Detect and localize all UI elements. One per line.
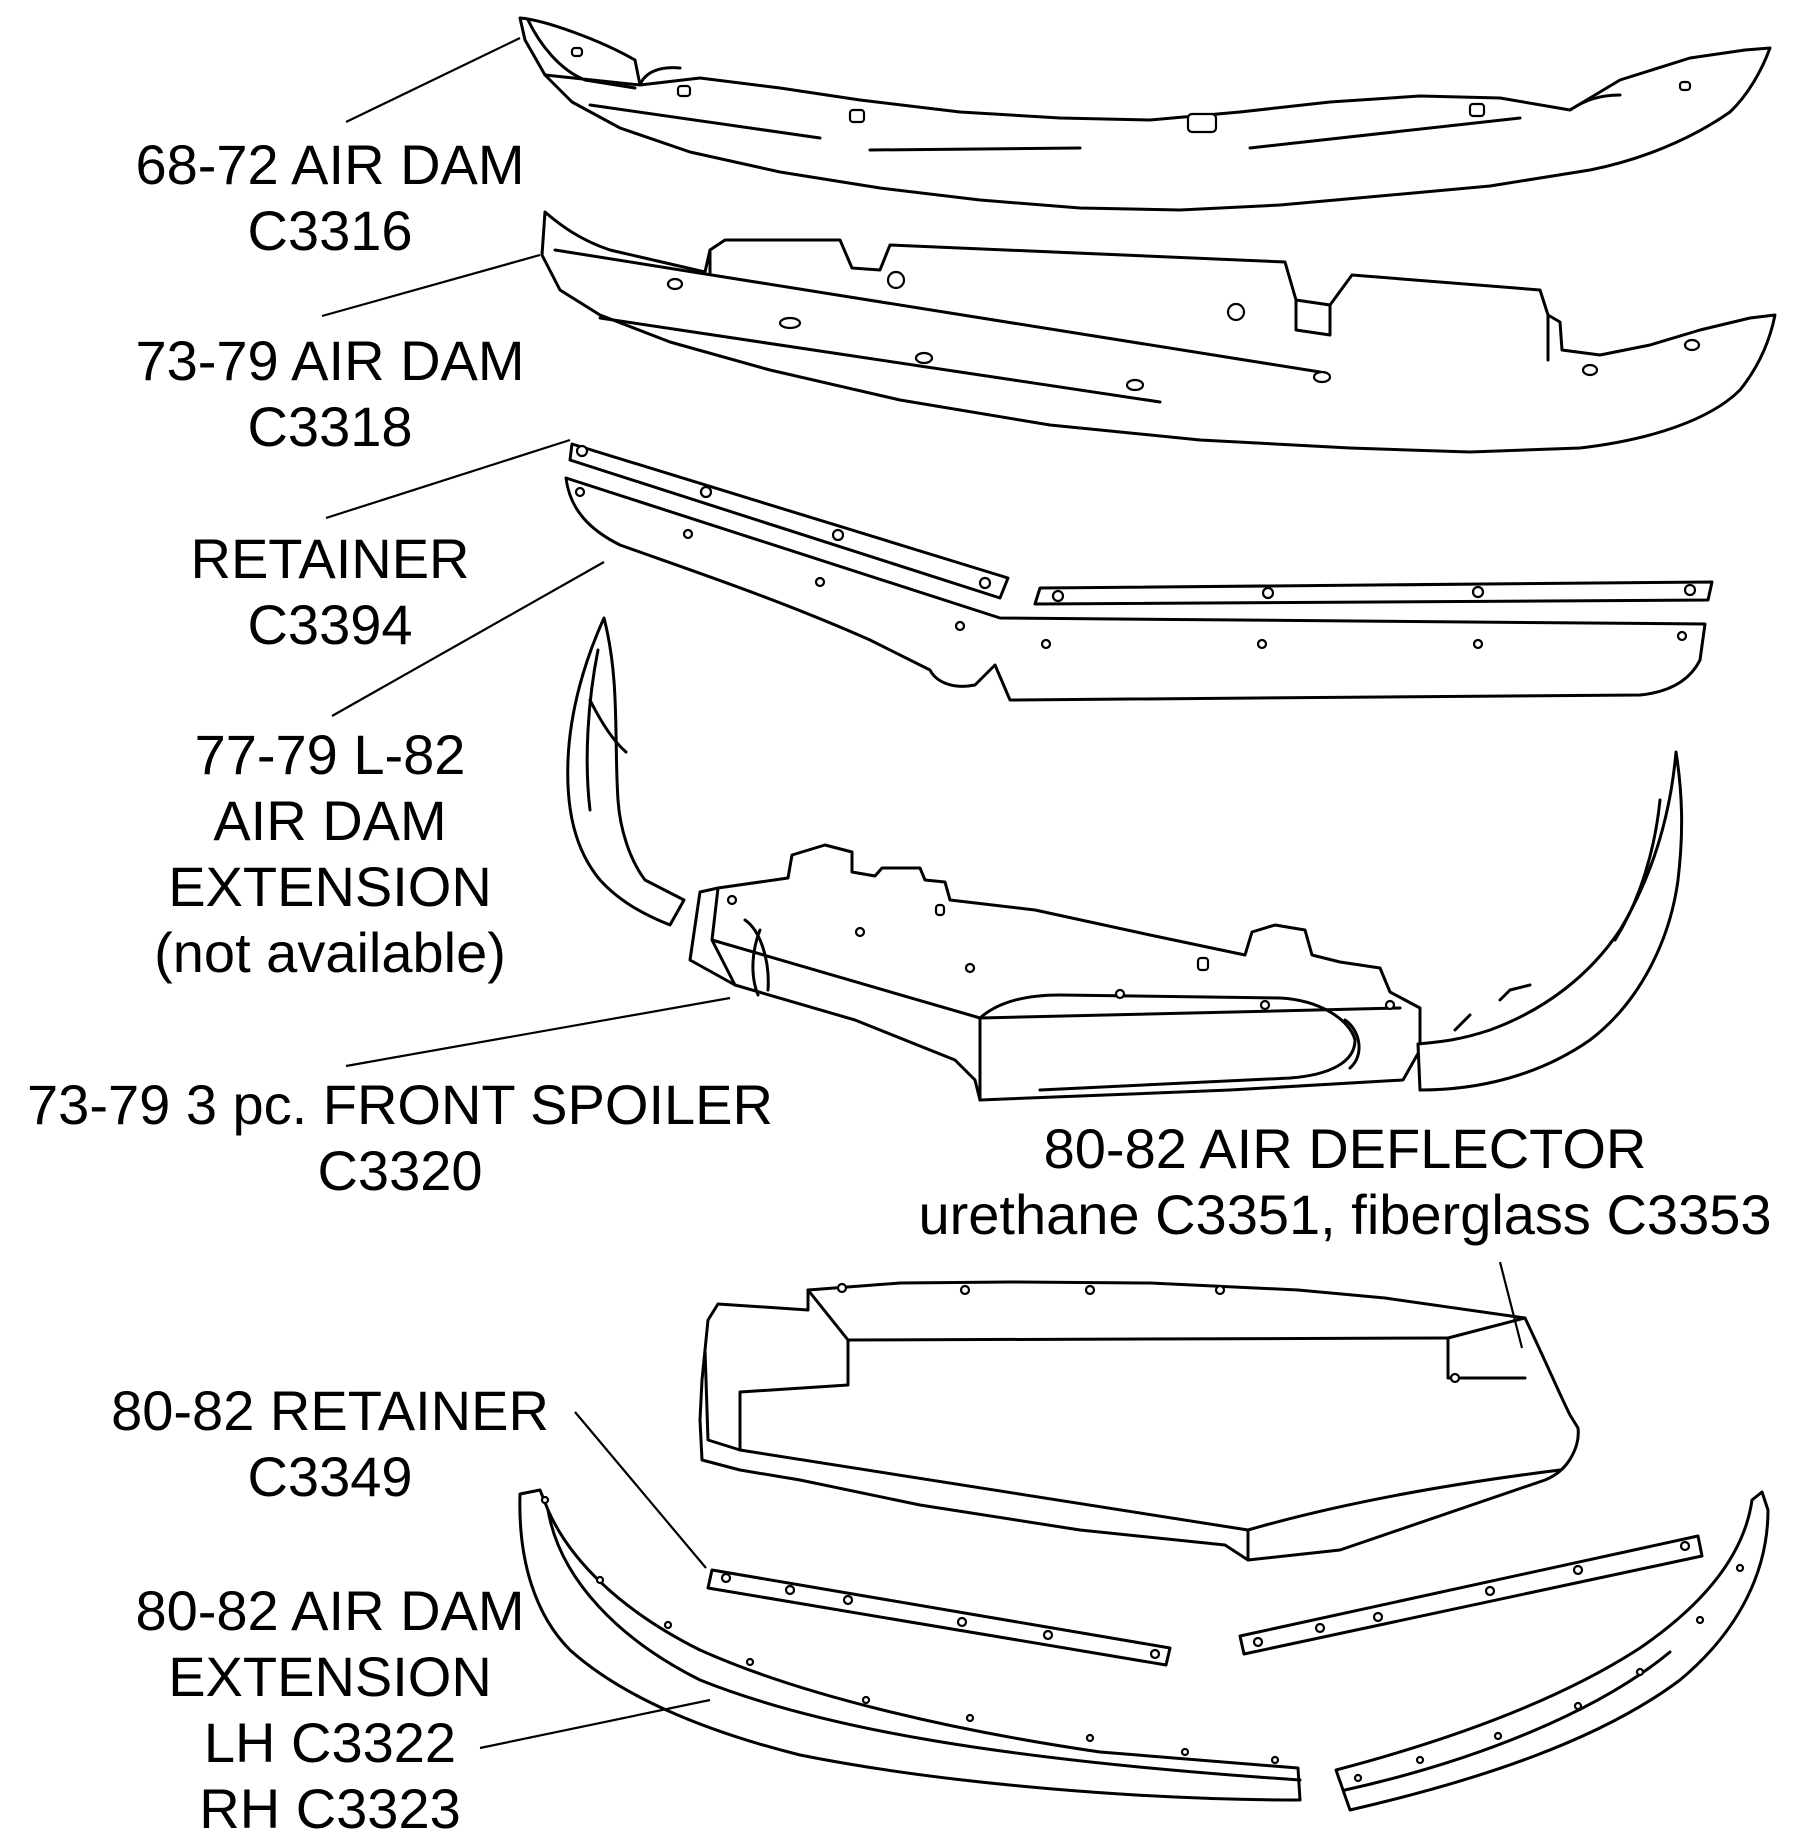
label-air-dam-73-79-line1: 73-79 AIR DAM: [135, 329, 525, 392]
leader-air-dam-68-72: [345, 37, 521, 123]
label-front-spoiler-line2: C3320: [317, 1139, 483, 1202]
leader-l82-extension: [331, 561, 605, 717]
label-air-dam-73-79-line2: C3318: [247, 395, 413, 458]
label-air-dam-73-79: 73-79 AIR DAM C3318: [120, 328, 540, 460]
front-spoiler-drawing: [566, 616, 1684, 1102]
retainer-c3394-drawing: [568, 442, 1714, 606]
label-air-dam-extension-80-82-line4: RH C3323: [199, 1777, 461, 1840]
label-air-deflector-line2: urethane C3351, fiberglass C3353: [918, 1183, 1772, 1246]
label-front-spoiler-line1: 73-79 3 pc. FRONT SPOILER: [27, 1073, 773, 1136]
label-retainer: RETAINER C3394: [120, 526, 540, 658]
label-retainer-80-82-line1: 80-82 RETAINER: [111, 1379, 549, 1442]
label-retainer-line2: C3394: [247, 593, 413, 656]
label-air-deflector: 80-82 AIR DEFLECTOR urethane C3351, fibe…: [890, 1116, 1800, 1248]
leader-front-spoiler: [345, 996, 731, 1068]
label-air-dam-extension-80-82-line1: 80-82 AIR DAM: [135, 1579, 525, 1642]
label-l82-extension-line1: 77-79 L-82: [194, 723, 466, 786]
l82-extension-drawing: [564, 476, 1707, 702]
label-air-dam-extension-80-82-line2: EXTENSION: [168, 1645, 492, 1708]
label-front-spoiler: 73-79 3 pc. FRONT SPOILER C3320: [0, 1072, 800, 1204]
label-air-dam-extension-80-82-line3: LH C3322: [203, 1711, 457, 1774]
leader-air-dam-extension-80-82: [479, 1698, 711, 1750]
label-l82-extension-line4: (not available): [154, 921, 506, 984]
retainer-c3349-drawing: [706, 1534, 1704, 1667]
label-air-dam-68-72-line2: C3316: [247, 199, 413, 262]
label-air-deflector-line1: 80-82 AIR DEFLECTOR: [1043, 1117, 1647, 1180]
leader-air-dam-73-79: [321, 253, 541, 318]
air-deflector-drawing: [698, 1280, 1580, 1562]
leader-retainer-80-82: [574, 1411, 707, 1569]
label-retainer-80-82: 80-82 RETAINER C3349: [90, 1378, 570, 1510]
leader-retainer: [325, 438, 571, 520]
label-l82-extension: 77-79 L-82 AIR DAM EXTENSION (not availa…: [120, 722, 540, 986]
label-air-dam-68-72: 68-72 AIR DAM C3316: [120, 132, 540, 264]
label-retainer-80-82-line2: C3349: [247, 1445, 413, 1508]
air-dam-73-79-drawing: [540, 210, 1777, 454]
label-l82-extension-line3: EXTENSION: [168, 855, 492, 918]
label-retainer-line1: RETAINER: [190, 527, 470, 590]
label-air-dam-68-72-line1: 68-72 AIR DAM: [135, 133, 525, 196]
leader-air-deflector: [1498, 1261, 1524, 1349]
air-dam-extension-80-82-drawing: [518, 1488, 1770, 1812]
air-dam-68-72-drawing: [518, 16, 1772, 212]
label-air-dam-extension-80-82: 80-82 AIR DAM EXTENSION LH C3322 RH C332…: [120, 1578, 540, 1842]
label-l82-extension-line2: AIR DAM: [213, 789, 447, 852]
